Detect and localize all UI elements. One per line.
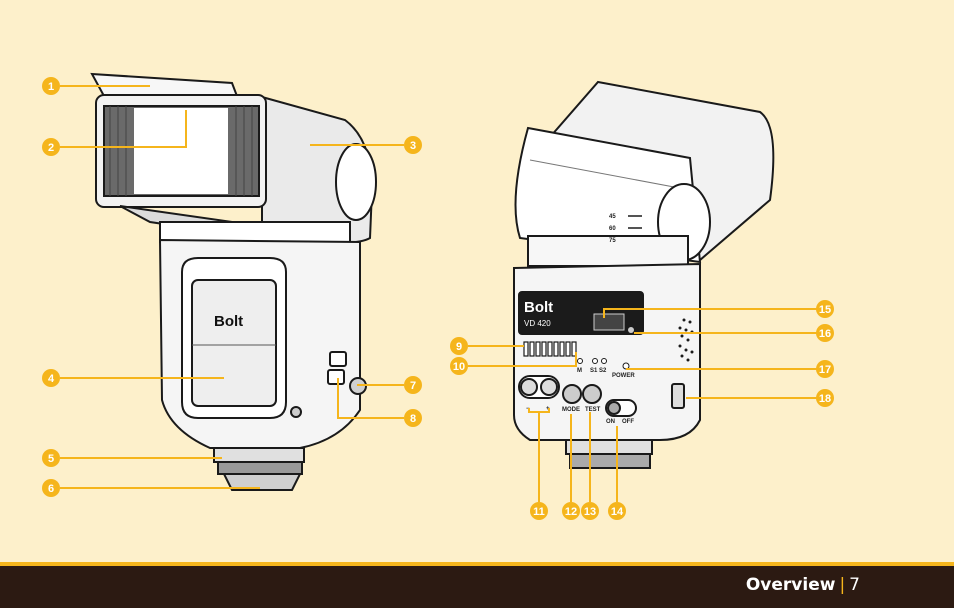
label-mode: MODE: [562, 407, 580, 413]
callout-7: 7: [410, 380, 416, 392]
zoom-mark-75: 75: [609, 238, 616, 244]
ir-window: [191, 279, 277, 407]
swivel-knob: [335, 143, 377, 221]
callout-17: 17: [819, 364, 831, 376]
callout-1: 1: [48, 81, 54, 93]
callout-2: 2: [48, 142, 54, 154]
footer-separator: |: [839, 575, 846, 595]
label-s1s2: S1 S2: [590, 368, 607, 374]
zoom-mark-60: 60: [609, 226, 616, 232]
callout-markers: [42, 77, 834, 520]
callout-11: 11: [533, 506, 545, 518]
right-flash-logo: Bolt: [524, 299, 553, 316]
label-m: M: [577, 368, 582, 374]
hot-shoe: [222, 473, 302, 491]
callout-15: 15: [819, 304, 831, 316]
wireless-indicator: [628, 327, 634, 333]
battery-door-latch[interactable]: [671, 383, 685, 409]
section-title: Overview: [745, 575, 836, 595]
right-flash-model: VD 420: [524, 319, 551, 328]
callout-18: 18: [819, 393, 831, 405]
callout-13: 13: [584, 506, 596, 518]
right-flash-unit: [513, 80, 775, 469]
label-on: ON: [606, 419, 615, 425]
mode-button[interactable]: [562, 384, 582, 404]
callout-9: 9: [456, 341, 462, 353]
flash-level-bar: [523, 341, 577, 357]
left-flash-unit: [90, 72, 377, 491]
left-flash-logo: Bolt: [214, 313, 243, 330]
zoom-mark-45: 45: [609, 214, 616, 220]
callout-lines: [60, 85, 820, 502]
page-footer: Overview|7: [0, 562, 954, 608]
callout-5: 5: [48, 453, 54, 465]
callout-14: 14: [611, 506, 624, 518]
callout-8: 8: [410, 413, 416, 425]
footer-text: Overview|7: [746, 575, 860, 595]
lock-ring-right: [565, 439, 653, 455]
callout-6: 6: [48, 483, 54, 495]
label-power: POWER: [612, 373, 635, 379]
label-test: TEST: [585, 407, 601, 413]
callout-12: 12: [565, 506, 577, 518]
label-off: OFF: [622, 419, 634, 425]
callout-3: 3: [410, 140, 416, 152]
test-button[interactable]: [582, 384, 602, 404]
callout-10: 10: [453, 361, 465, 373]
callout-4: 4: [48, 373, 55, 385]
flash-diagram: Bolt: [42, 72, 834, 520]
sync-port-cover: [329, 351, 347, 367]
lock-ring: [213, 447, 305, 463]
callout-16: 16: [819, 328, 831, 340]
battery-indicator: [593, 313, 625, 331]
page-number: 7: [849, 575, 860, 595]
